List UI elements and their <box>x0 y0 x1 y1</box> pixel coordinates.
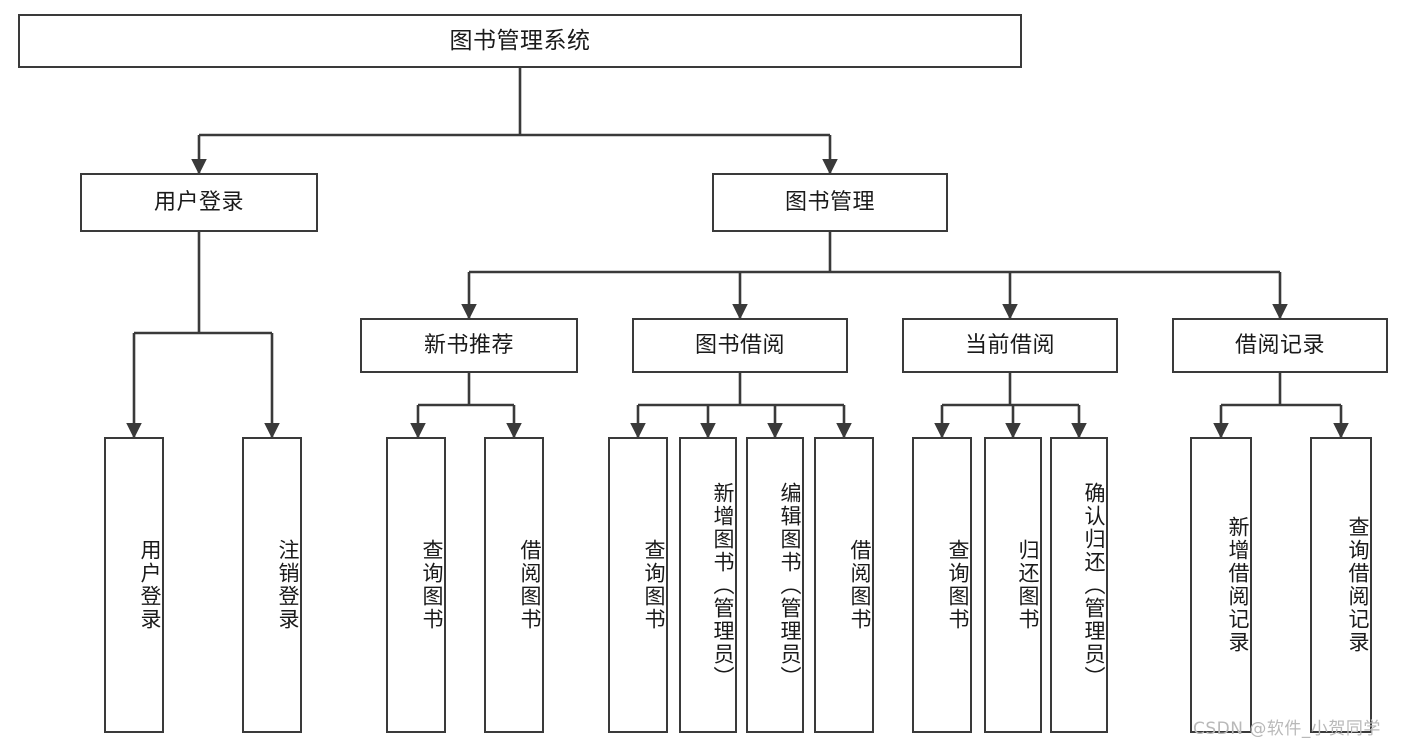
node-user-login[interactable]: 用户登录 <box>80 173 318 232</box>
node-borrow-record[interactable]: 借阅记录 <box>1172 318 1388 373</box>
node-leaf-user-login[interactable]: 用户登录 <box>104 437 164 733</box>
node-new-book-rec[interactable]: 新书推荐 <box>360 318 578 373</box>
node-leaf-query-book-1[interactable]: 查询图书 <box>386 437 446 733</box>
watermark-label: CSDN @软件_小贺同学 <box>1193 719 1381 739</box>
node-leaf-return-book[interactable]: 归还图书 <box>984 437 1042 733</box>
node-leaf-query-book-3[interactable]: 查询图书 <box>912 437 972 733</box>
node-leaf-edit-book[interactable]: 编辑图书（管理员） <box>746 437 804 733</box>
node-book-borrow[interactable]: 图书借阅 <box>632 318 848 373</box>
node-book-manage[interactable]: 图书管理 <box>712 173 948 232</box>
node-leaf-confirm-return[interactable]: 确认归还（管理员） <box>1050 437 1108 733</box>
node-leaf-borrow-book-1[interactable]: 借阅图书 <box>484 437 544 733</box>
node-leaf-query-record[interactable]: 查询借阅记录 <box>1310 437 1372 733</box>
node-current-borrow[interactable]: 当前借阅 <box>902 318 1118 373</box>
node-leaf-query-book-2[interactable]: 查询图书 <box>608 437 668 733</box>
node-leaf-add-book[interactable]: 新增图书（管理员） <box>679 437 737 733</box>
node-leaf-user-logout[interactable]: 注销登录 <box>242 437 302 733</box>
node-leaf-add-record[interactable]: 新增借阅记录 <box>1190 437 1252 733</box>
node-leaf-borrow-book-2[interactable]: 借阅图书 <box>814 437 874 733</box>
node-root[interactable]: 图书管理系统 <box>18 14 1022 68</box>
